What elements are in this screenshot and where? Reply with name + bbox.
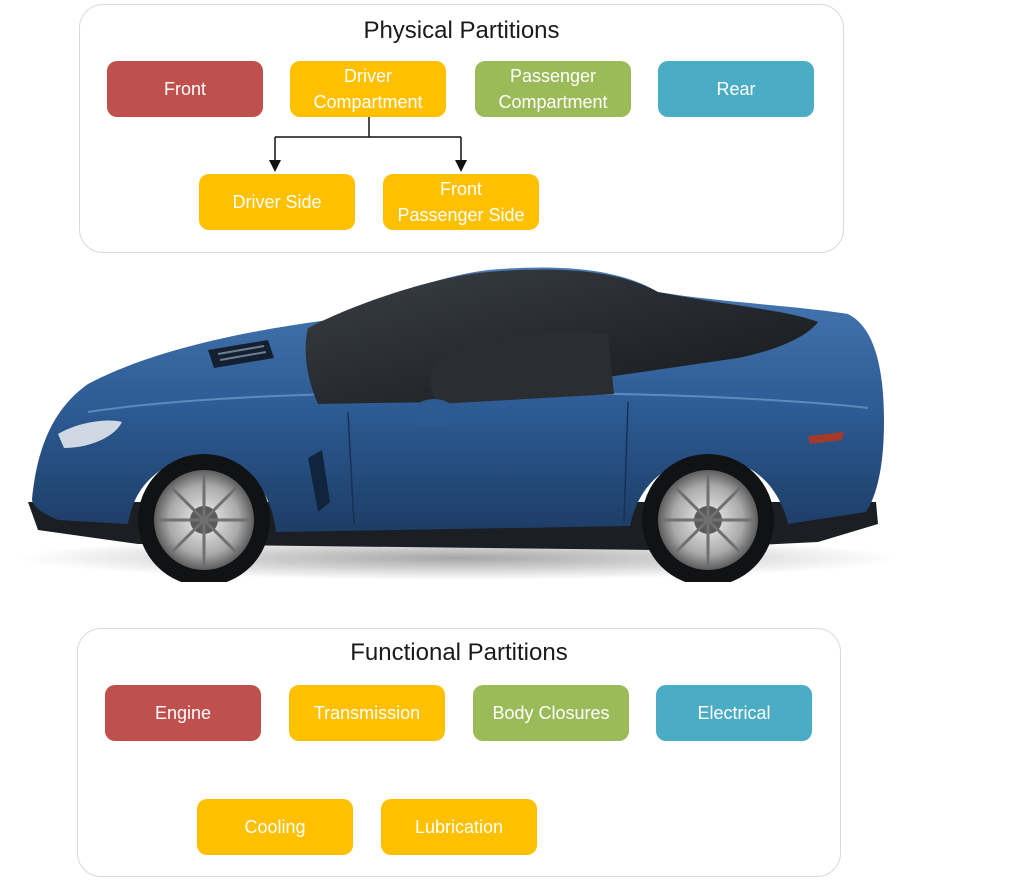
cooling-box: Cooling — [197, 799, 353, 855]
functional-partitions-title: Functional Partitions — [350, 639, 568, 666]
front-box: Front — [107, 61, 263, 117]
transmission-box: Transmission — [289, 685, 445, 741]
car-illustration — [18, 262, 898, 586]
passenger-compartment-box: Passenger Compartment — [475, 61, 631, 117]
driver-compartment-box: Driver Compartment — [290, 61, 446, 117]
body-closures-box: Body Closures — [473, 685, 629, 741]
arrowhead-icon — [455, 160, 467, 172]
electrical-box: Electrical — [656, 685, 812, 741]
driver-side-box: Driver Side — [199, 174, 355, 230]
physical-partitions-title: Physical Partitions — [363, 17, 560, 44]
arrowhead-icon — [269, 160, 281, 172]
lubrication-box: Lubrication — [381, 799, 537, 855]
engine-box: Engine — [105, 685, 261, 741]
front-passenger-side-box: Front Passenger Side — [383, 174, 539, 230]
rear-box: Rear — [658, 61, 814, 117]
